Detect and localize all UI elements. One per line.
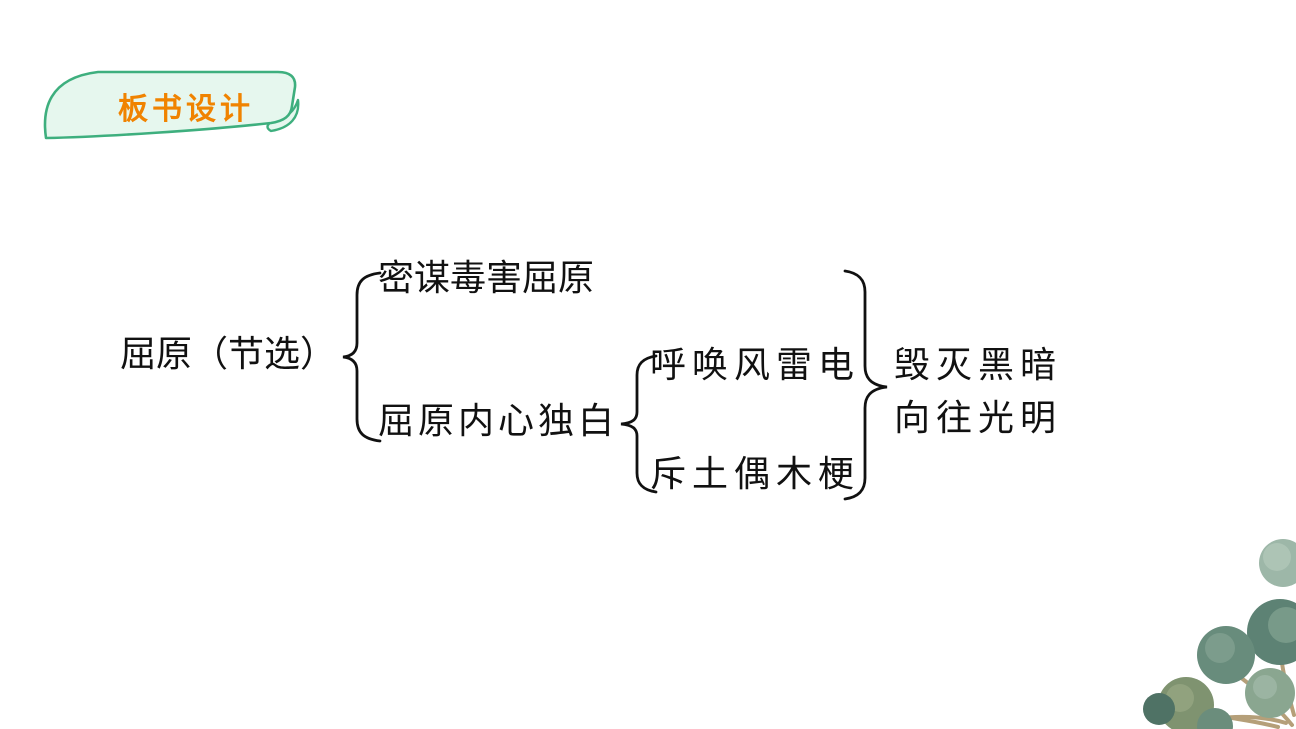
diagram-branch2-label: 屈原内心独白 <box>378 401 619 441</box>
badge-banner <box>43 70 297 140</box>
badge-banner-shape <box>43 70 300 140</box>
diagram-conclusion-block: 毁灭黑暗 向往光明 <box>894 339 1062 445</box>
diagram-conclusion-line1: 毁灭黑暗 <box>894 345 1063 385</box>
diagram-branch1-label: 密谋毒害屈原 <box>378 258 595 298</box>
section-badge: 板书设计 <box>40 62 302 144</box>
plant-leaves <box>1143 539 1296 729</box>
eucalyptus-plant-decoration <box>1143 539 1296 729</box>
brace-root-icon <box>342 271 382 443</box>
diagram-root-label: 屈原（节选） <box>120 334 337 374</box>
diagram-sub-branch2-label: 斥土偶木梗 <box>650 454 861 494</box>
diagram-sub-branch1-label: 呼唤风雷电 <box>650 345 861 385</box>
badge-label: 板书设计 <box>118 93 254 126</box>
diagram-conclusion-line2: 向往光明 <box>894 398 1063 438</box>
